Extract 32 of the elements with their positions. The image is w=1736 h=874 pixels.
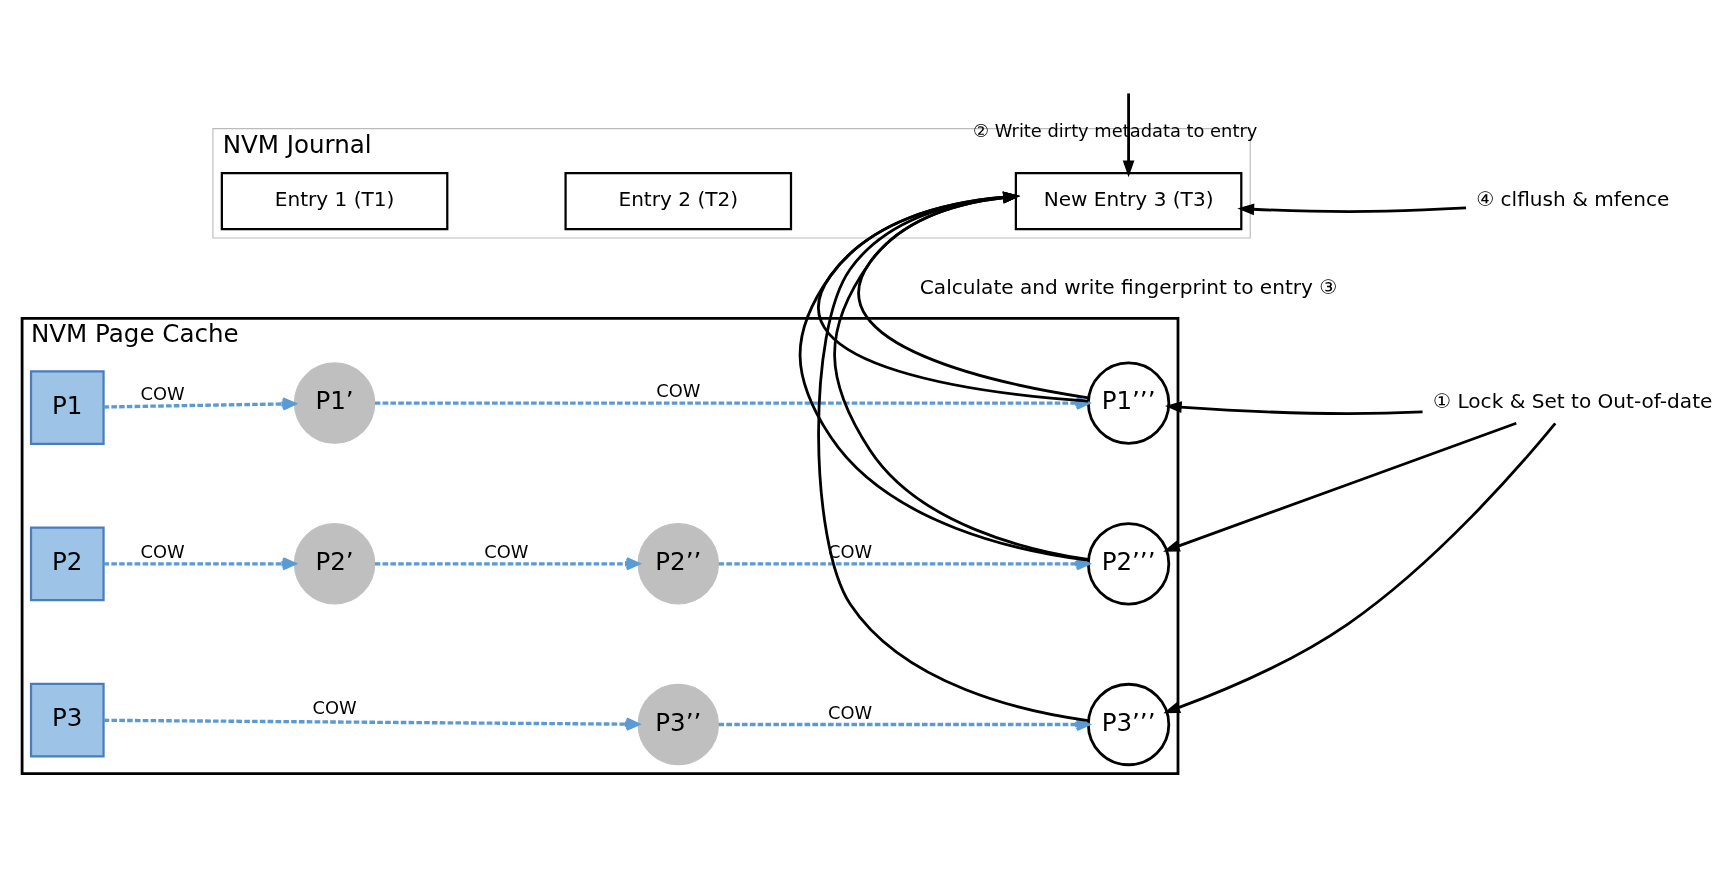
edge-label: COW bbox=[656, 379, 701, 401]
arrow bbox=[1164, 400, 1423, 415]
arrow bbox=[103, 716, 640, 731]
arrow bbox=[818, 191, 1089, 402]
arrow bbox=[1122, 92, 1135, 177]
label: Calculate and write fingerprint to entry ③ bbox=[919, 274, 1338, 299]
node-circle: P1’ bbox=[293, 361, 376, 444]
node-text: ④ clflush & mfence bbox=[1476, 186, 1670, 211]
node-circle: P3’’ bbox=[637, 683, 719, 765]
node-box: P1 bbox=[29, 369, 105, 445]
node-circle: P1’’’ bbox=[1086, 360, 1171, 445]
edge-label: COW bbox=[484, 540, 529, 562]
arrow bbox=[1163, 421, 1517, 552]
node-box: Entry 2 (T2) bbox=[564, 171, 793, 230]
edge-label: COW bbox=[828, 701, 873, 723]
arrow bbox=[103, 556, 296, 570]
node-box: New Entry 3 (T3) bbox=[1014, 171, 1243, 230]
node-circle: P3’’’ bbox=[1086, 682, 1171, 766]
arrow bbox=[374, 556, 640, 570]
node-text: ① Lock & Set to Out-of-date bbox=[1433, 388, 1713, 413]
node-box: Entry 1 (T1) bbox=[220, 171, 449, 230]
arrow bbox=[103, 396, 296, 411]
node-circle: P2’’ bbox=[637, 522, 719, 605]
node-box: P2 bbox=[29, 525, 105, 601]
arrow bbox=[1237, 202, 1467, 215]
edge-label: COW bbox=[140, 382, 185, 404]
node-box: P3 bbox=[29, 682, 105, 757]
node-circle: P2’’’ bbox=[1086, 521, 1171, 605]
arrow bbox=[1163, 422, 1557, 713]
node-circle: P2’ bbox=[293, 522, 376, 605]
edge-label: COW bbox=[312, 696, 357, 718]
edge-label: COW bbox=[140, 540, 185, 562]
